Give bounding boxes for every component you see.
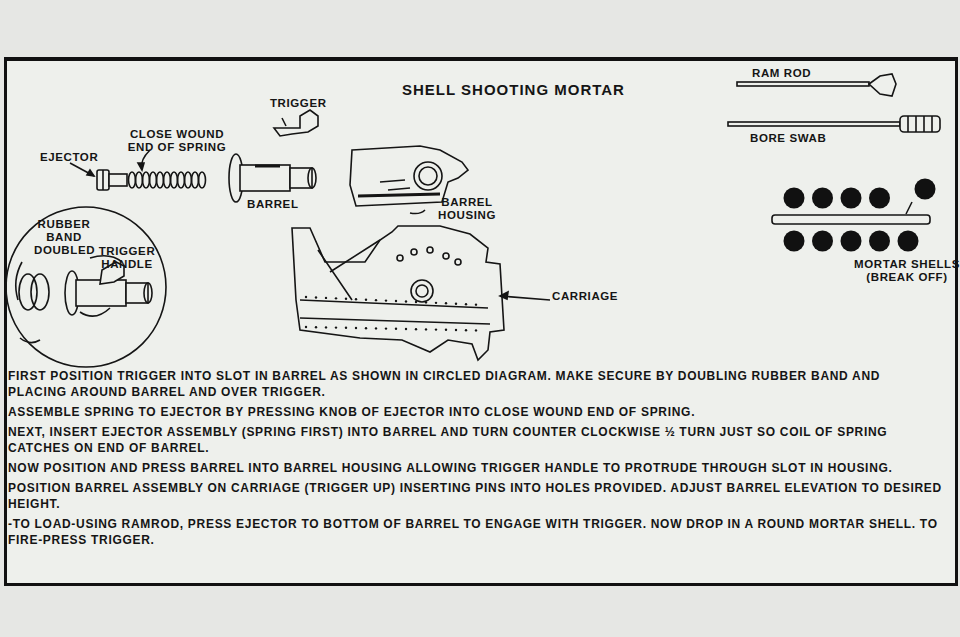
spring-part <box>129 172 206 188</box>
part-label: BARREL HOUSING <box>432 196 502 222</box>
inset-circle: RUBBER BAND DOUBLEDTRIGGER HANDLE <box>6 207 166 367</box>
part-label: RUBBER BAND DOUBLED <box>34 218 94 257</box>
leader-line <box>282 118 286 126</box>
instruction-text: -TO LOAD-USING RAMROD, PRESS EJECTOR TO … <box>8 516 943 548</box>
carriage-part <box>292 226 504 360</box>
instruction-text: FIRST POSITION TRIGGER INTO SLOT IN BARR… <box>8 368 943 400</box>
part-label: TRIGGER HANDLE <box>92 245 162 271</box>
leader-line <box>410 210 425 214</box>
part-label: MORTAR SHELLS (BREAK OFF) <box>852 258 960 284</box>
inset-detail <box>6 207 166 367</box>
instruction-text: POSITION BARREL ASSEMBLY ON CARRIAGE (TR… <box>8 480 943 512</box>
diagram-title: SHELL SHOOTING MORTAR <box>402 83 625 96</box>
instruction-text: NOW POSITION AND PRESS BARREL INTO BARRE… <box>8 460 943 476</box>
trigger-part <box>274 110 318 136</box>
part-label: BORE SWAB <box>750 132 826 145</box>
part-label: CLOSE WOUND END OF SPRING <box>122 128 232 154</box>
leader-line <box>70 163 94 176</box>
mortar-shells-part <box>772 179 936 252</box>
instruction-text: ASSEMBLE SPRING TO EJECTOR BY PRESSING K… <box>8 404 943 420</box>
part-label: TRIGGER <box>270 97 327 110</box>
instruction-block: FIRST POSITION TRIGGER INTO SLOT IN BARR… <box>8 368 943 552</box>
part-label: RAM ROD <box>752 67 811 80</box>
part-label: EJECTOR <box>40 151 98 164</box>
instruction-text: NEXT, INSERT EJECTOR ASSEMBLY (SPRING FI… <box>8 424 943 456</box>
part-label: BARREL <box>247 198 299 211</box>
barrel-part <box>229 154 316 202</box>
bore-swab-part <box>728 116 940 132</box>
ejector-part <box>97 170 127 190</box>
part-label: CARRIAGE <box>552 290 618 303</box>
